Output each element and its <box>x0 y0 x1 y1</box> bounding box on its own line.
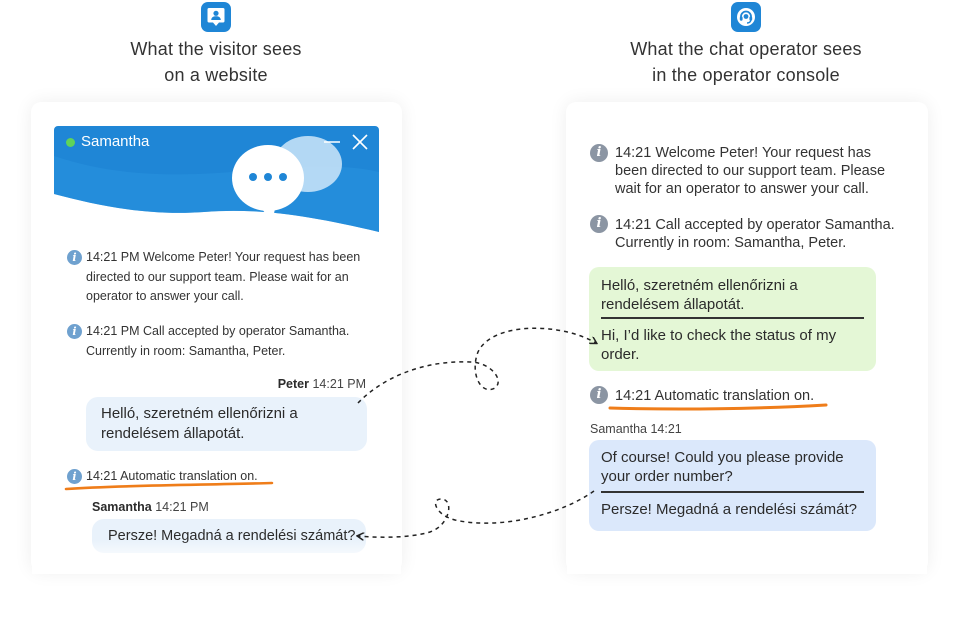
translation-flow-arrows <box>340 327 600 550</box>
minimize-icon[interactable] <box>322 132 342 152</box>
system-message-accepted: 14:21 PM Call accepted by operator Saman… <box>86 324 350 358</box>
operator-message-bubble: Of course! Could you please provide your… <box>589 440 876 531</box>
online-status-indicator <box>66 138 75 147</box>
info-icon: i <box>67 250 82 265</box>
operator-sender-label: Samantha 14:21 PM <box>92 500 209 514</box>
original-message-text: Helló, szeretném ellenőrizni a rendelése… <box>601 277 798 313</box>
info-icon: i <box>67 324 82 339</box>
info-icon: i <box>67 469 82 484</box>
visitor-message-bubble: Helló, szeretném ellenőrizni a rendelése… <box>589 267 876 371</box>
info-icon: i <box>590 215 608 233</box>
visitor-message-text: Helló, szeretném ellenőrizni a rendelése… <box>101 405 298 442</box>
visitor-chat-icon <box>201 2 231 32</box>
panel-fade <box>32 540 401 574</box>
operator-sender-label: Samantha 14:21 <box>590 422 682 436</box>
chat-widget: Samantha <box>54 126 379 566</box>
translated-message-text: Persze! Megadná a rendelési számát? <box>601 501 857 518</box>
system-message-welcome: 14:21 PM Welcome Peter! Your request has… <box>86 250 361 303</box>
panel-fade <box>567 540 927 574</box>
original-message-text: Of course! Could you please provide your… <box>601 449 844 485</box>
info-icon: i <box>590 144 608 162</box>
speech-bubbles-icon <box>232 136 342 223</box>
system-message-accepted: 14:21 Call accepted by operator Samantha… <box>615 217 895 251</box>
visitor-caption: What the visitor sees on a website <box>130 39 302 85</box>
highlight-underline <box>64 481 274 491</box>
translation-divider <box>601 491 864 493</box>
visitor-message-bubble: Helló, szeretném ellenőrizni a rendelése… <box>86 397 367 451</box>
highlight-underline <box>608 403 828 411</box>
translation-notice: 14:21 Automatic translation on. <box>615 388 815 404</box>
translation-notice: 14:21 Automatic translation on. <box>86 469 258 483</box>
system-message-welcome: 14:21 Welcome Peter! Your request has be… <box>615 145 886 197</box>
widget-header: Samantha <box>54 126 379 232</box>
visitor-sender-label: Peter 14:21 PM <box>277 377 366 391</box>
translation-divider <box>601 317 864 319</box>
close-icon[interactable] <box>350 132 370 152</box>
operator-headset-icon <box>731 2 761 32</box>
translated-message-text: Hi, I’d like to check the status of my o… <box>601 327 837 363</box>
operator-caption: What the chat operator sees in the opera… <box>630 39 862 85</box>
agent-name: Samantha <box>81 133 150 150</box>
info-icon: i <box>590 386 608 404</box>
